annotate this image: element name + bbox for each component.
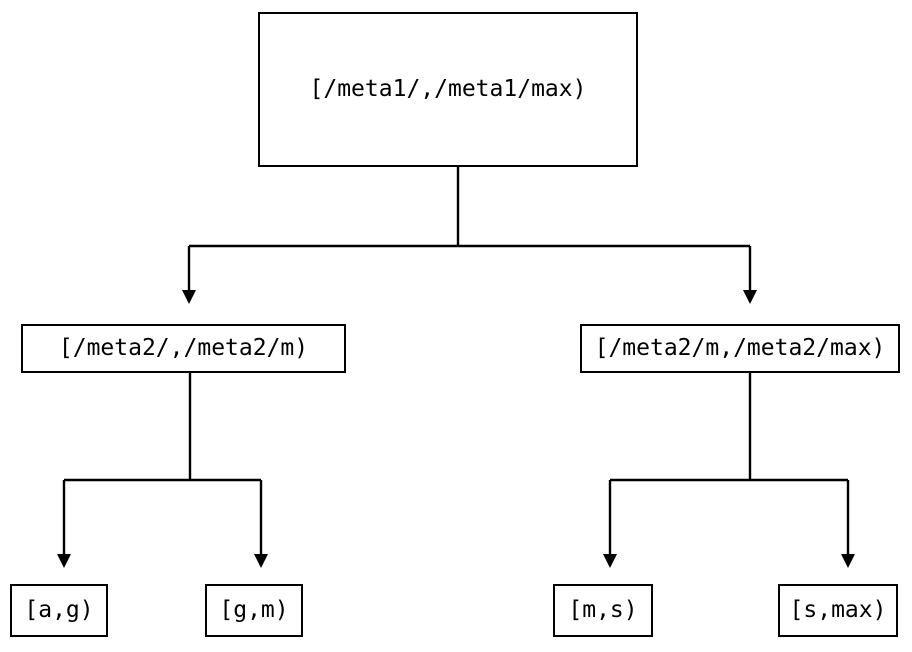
arrowhead-root-to-mid-right [743, 290, 757, 304]
tree-node-leaf-4-label: [s,max) [789, 597, 887, 623]
tree-node-leaf-3[interactable]: [m,s) [553, 584, 653, 637]
tree-node-leaf-1-label: [a,g) [24, 597, 94, 623]
tree-node-leaf-2[interactable]: [g,m) [205, 584, 303, 637]
tree-node-mid-right-label: [/meta2/m,/meta2/max) [594, 335, 886, 361]
tree-node-leaf-3-label: [m,s) [568, 597, 638, 623]
tree-node-leaf-4[interactable]: [s,max) [778, 584, 898, 637]
tree-node-leaf-2-label: [g,m) [219, 597, 289, 623]
tree-node-mid-left-label: [/meta2/,/meta2/m) [58, 335, 309, 361]
arrowhead-root-to-mid-left [182, 290, 196, 304]
arrowhead-mid-right-to-leaf-4 [841, 554, 855, 568]
arrowhead-mid-left-to-leaf-2 [254, 554, 268, 568]
tree-node-root[interactable]: [/meta1/,/meta1/max) [258, 12, 638, 167]
arrowhead-mid-left-to-leaf-1 [57, 554, 71, 568]
tree-node-mid-left[interactable]: [/meta2/,/meta2/m) [21, 324, 346, 373]
tree-node-mid-right[interactable]: [/meta2/m,/meta2/max) [580, 324, 900, 373]
tree-node-root-label: [/meta1/,/meta1/max) [309, 76, 587, 102]
arrowhead-mid-right-to-leaf-3 [603, 554, 617, 568]
tree-node-leaf-1[interactable]: [a,g) [10, 584, 108, 637]
